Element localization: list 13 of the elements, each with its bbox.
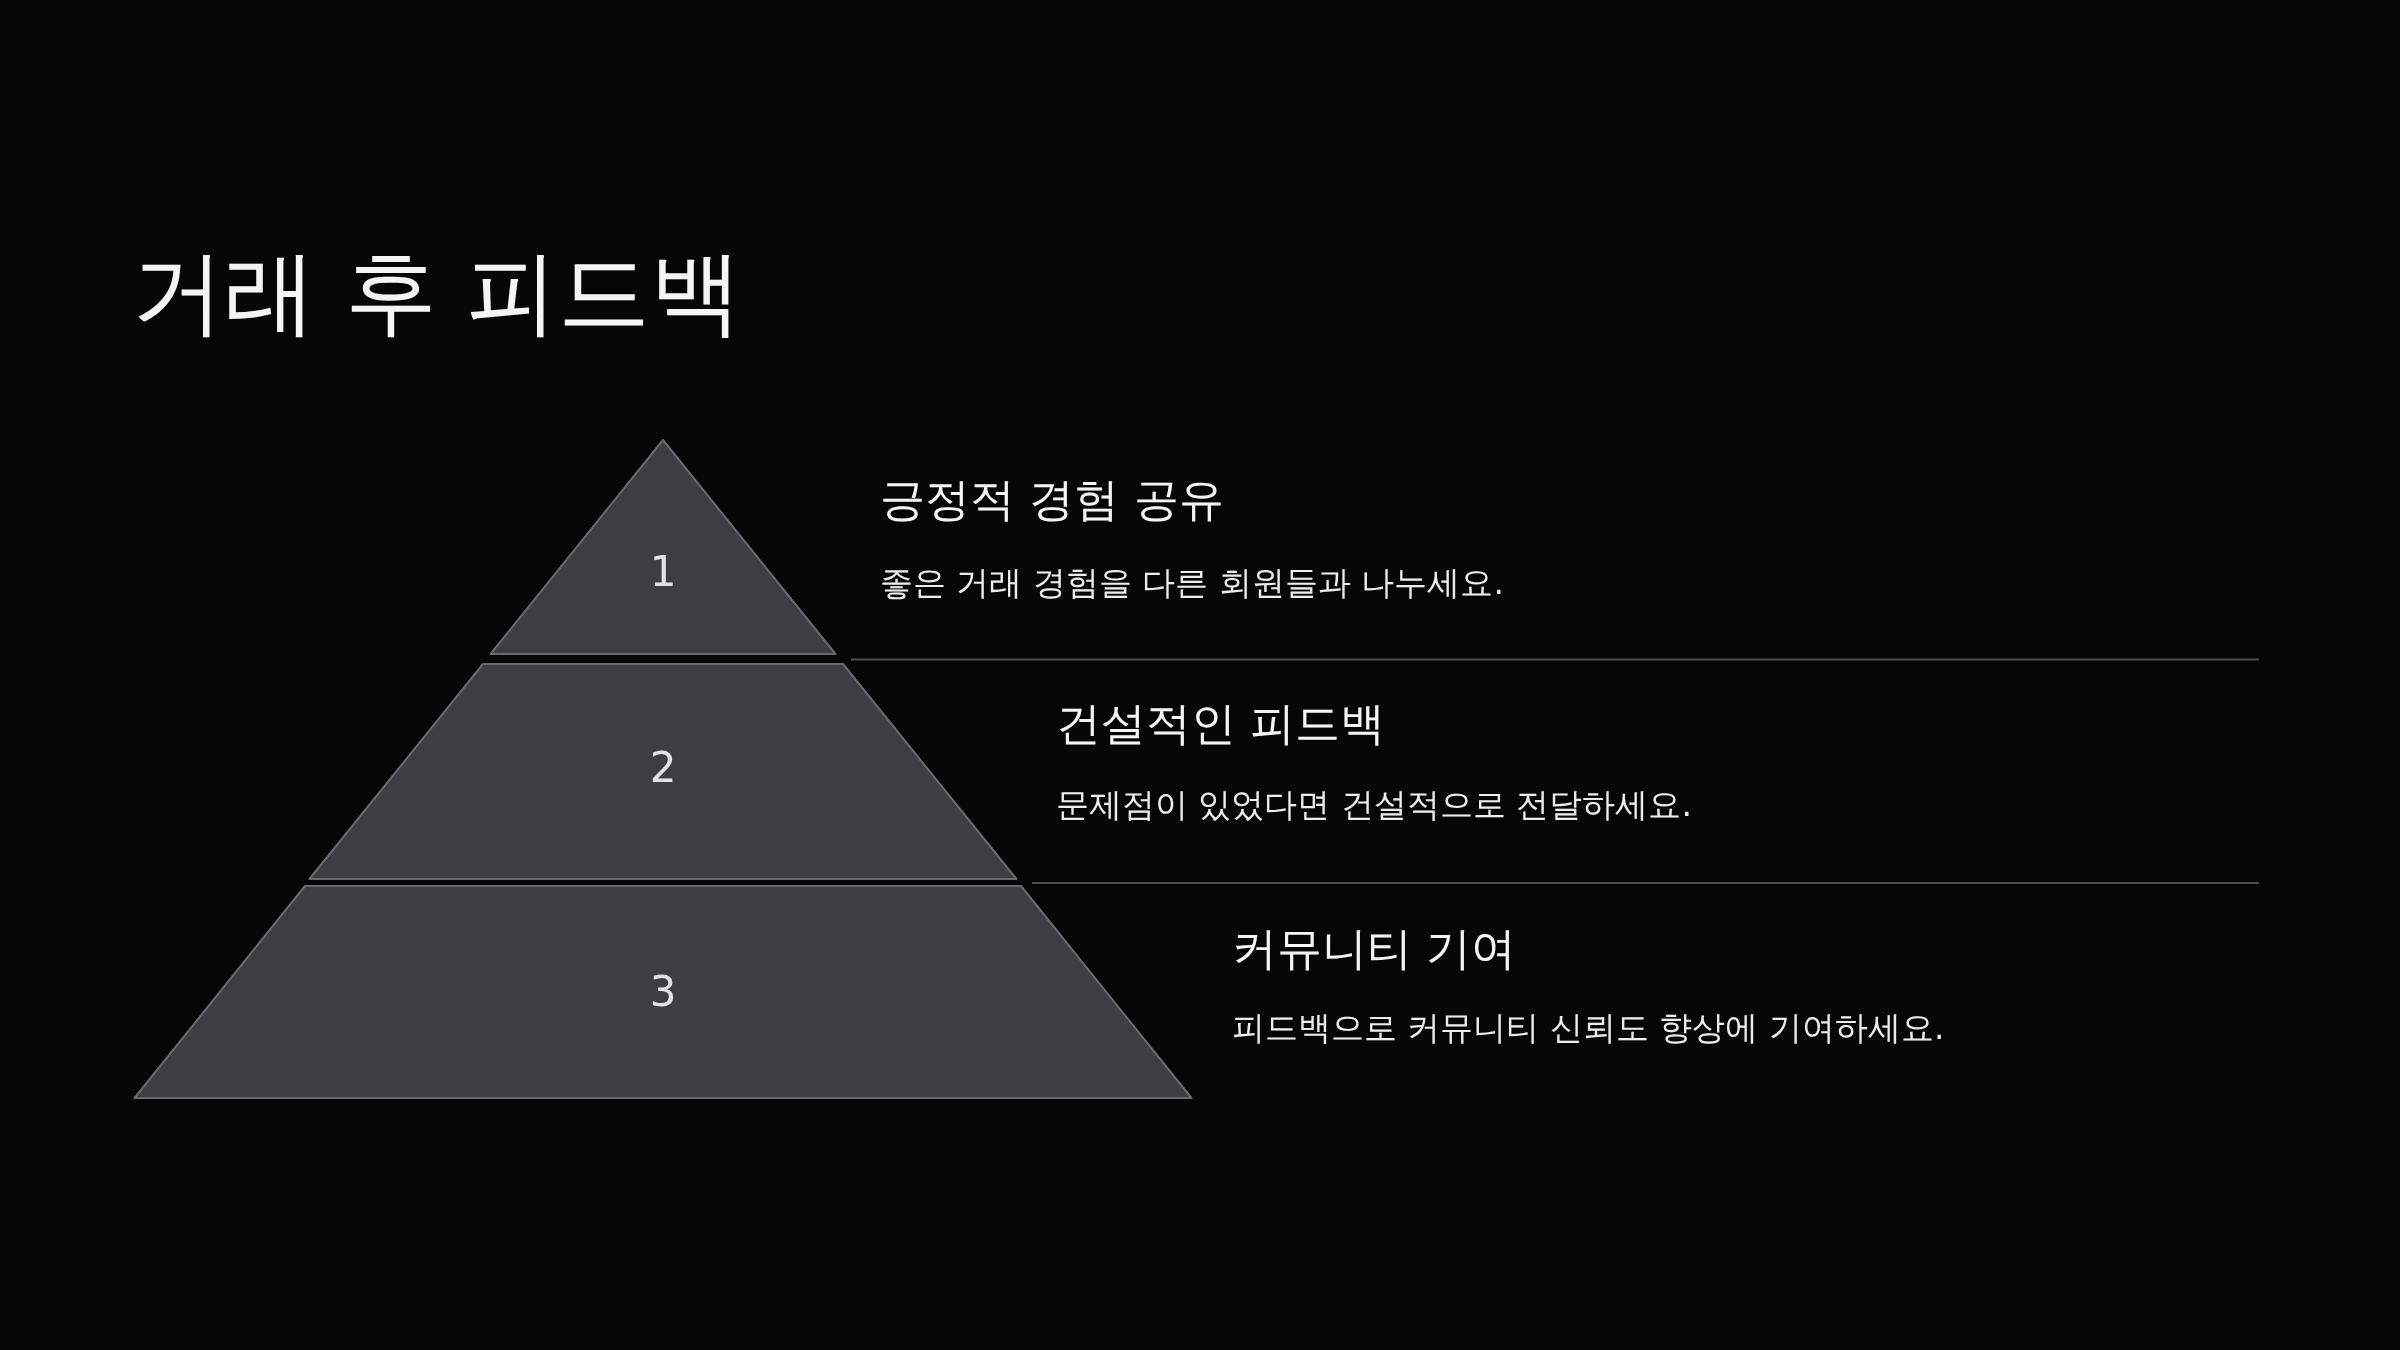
layer-description: 피드백으로 커뮤니티 신뢰도 향상에 기여하세요. — [1232, 1008, 1945, 1048]
pyramid-layer — [308, 663, 1018, 880]
layer-description: 좋은 거래 경험을 다른 회원들과 나누세요. — [880, 563, 1504, 603]
layer-number: 2 — [649, 747, 677, 789]
pyramid-layer — [489, 439, 837, 655]
layer-heading: 건설적인 피드백 — [1056, 698, 1386, 750]
slide-title: 거래 후 피드백 — [132, 238, 743, 348]
layer-heading: 긍정적 경험 공유 — [880, 474, 1224, 526]
layer-heading: 커뮤니티 기여 — [1232, 923, 1517, 975]
layer-number: 3 — [649, 971, 677, 1013]
layer-number: 1 — [649, 551, 677, 593]
pyramid-layer — [133, 885, 1193, 1099]
layer-description: 문제점이 있었다면 건설적으로 전달하세요. — [1056, 785, 1692, 825]
